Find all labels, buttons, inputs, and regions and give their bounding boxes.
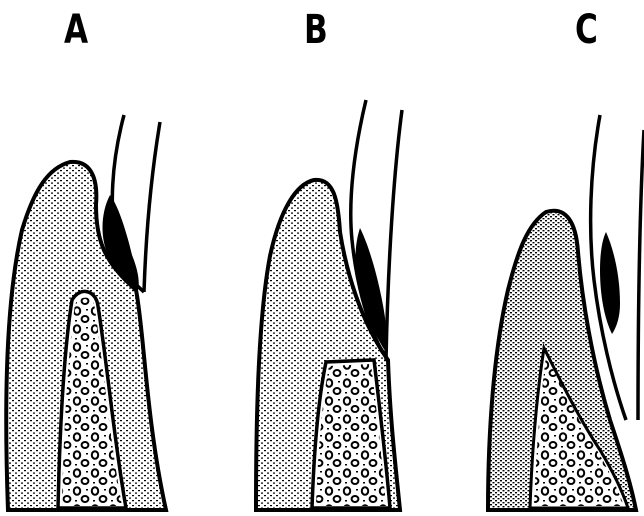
panel-c-tooth-surface-inner — [638, 130, 644, 420]
panel-label-c: C — [575, 10, 598, 50]
panel-b-tooth-surface-inner — [386, 110, 402, 360]
panel-a-tooth-surface-inner — [144, 122, 160, 292]
panel-label-a: A — [64, 10, 88, 50]
panel-c-drawing — [488, 115, 644, 510]
panel-a-drawing — [6, 115, 166, 510]
panel-label-b: B — [304, 10, 328, 50]
panel-b-drawing — [256, 100, 402, 510]
panel-c-calculus — [600, 232, 620, 334]
